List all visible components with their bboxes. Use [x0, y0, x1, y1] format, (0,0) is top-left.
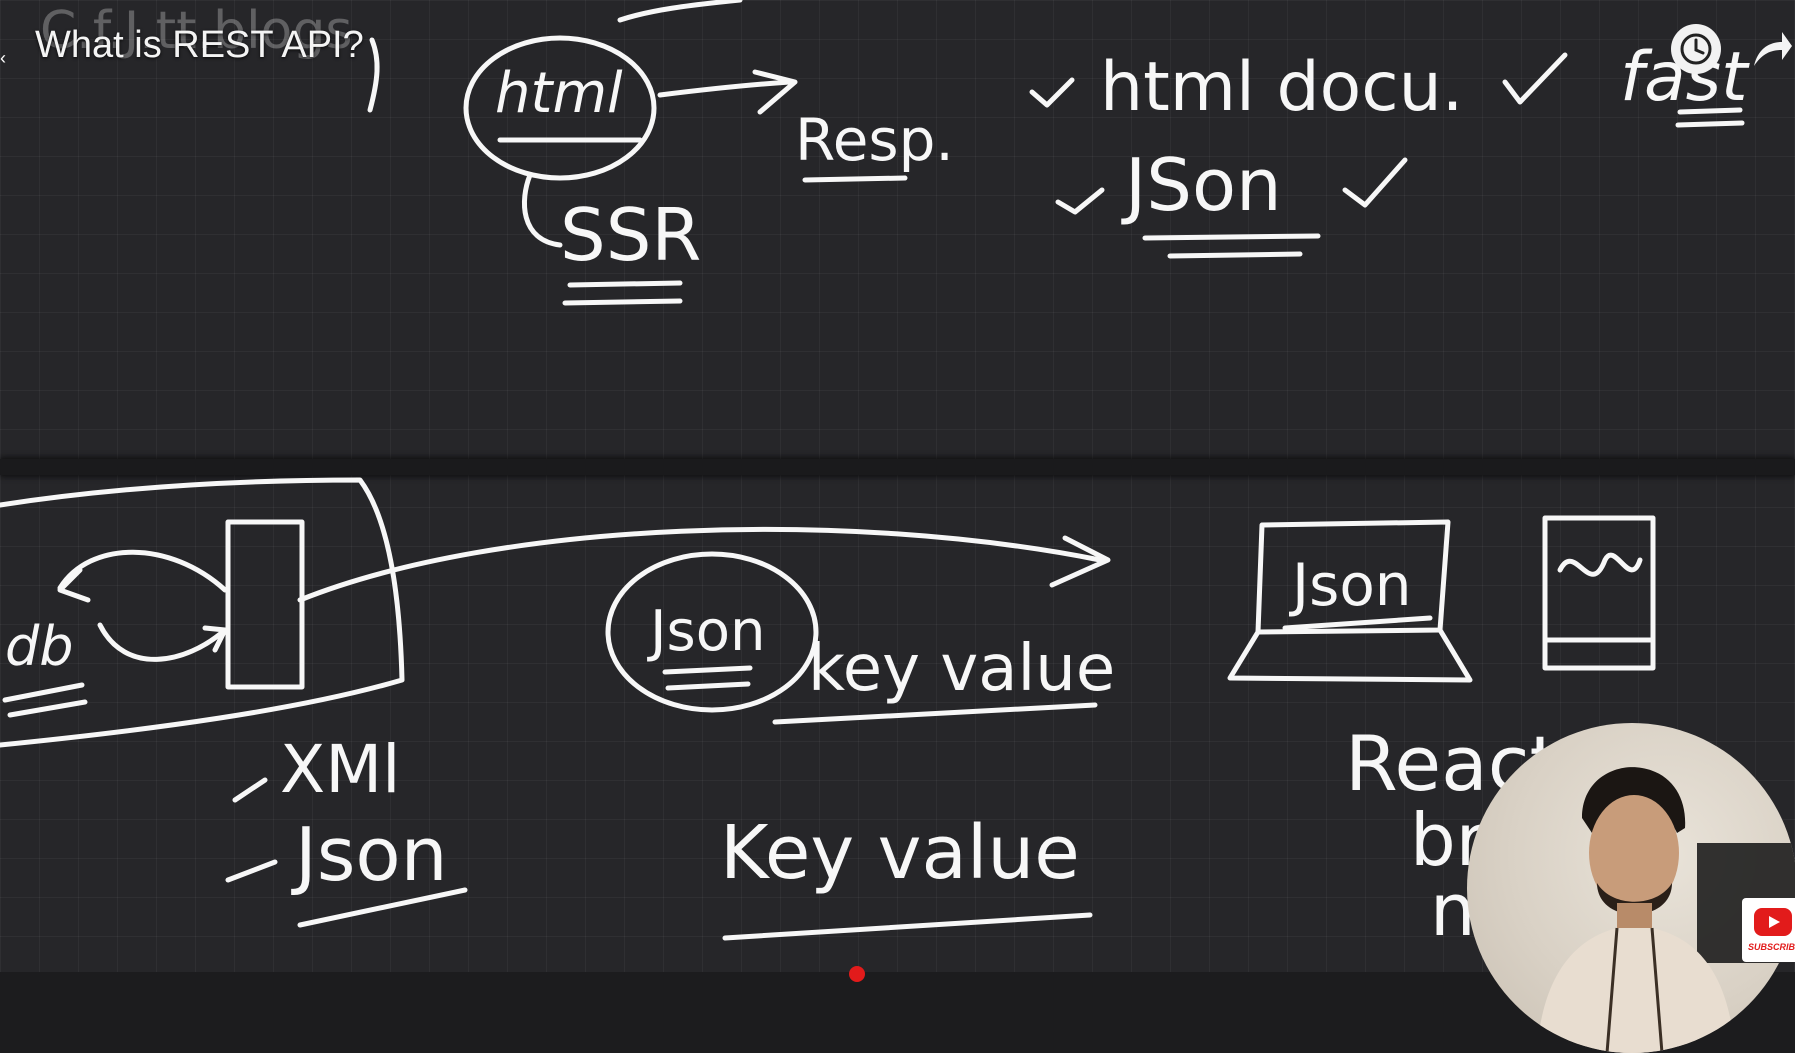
key-value-underline	[772, 702, 1098, 725]
html-bubble	[463, 35, 657, 181]
loop-arrow-head-1	[57, 567, 91, 603]
json-bubble-text: Json	[647, 599, 765, 664]
video-title[interactable]: What is REST API?	[35, 24, 364, 66]
loop-arrow-bottom	[97, 622, 228, 662]
ssr-underline-1	[567, 280, 683, 288]
clock-icon[interactable]	[1671, 24, 1721, 74]
fast-underline-2	[1675, 120, 1745, 128]
youtube-play-icon	[1754, 908, 1792, 936]
ssr-label: SSR	[560, 193, 701, 277]
ssr-connector	[522, 172, 563, 248]
faded-word: C.f.J.tt.blogs	[40, 1, 352, 61]
clock-glyph	[1680, 33, 1712, 65]
json-format-underline	[297, 887, 468, 928]
long-arrow-head	[1049, 535, 1111, 588]
stroke-hook	[367, 37, 380, 113]
json-bubble-underline-1	[662, 665, 753, 675]
phone	[1542, 515, 1656, 671]
share-arrow-icon[interactable]	[1752, 26, 1792, 74]
center-key-value: Key value	[720, 810, 1080, 896]
center-underline	[722, 912, 1093, 941]
check-icon-2	[1502, 52, 1568, 105]
checklist-item-2: JSon	[1121, 143, 1282, 227]
json-bubble-underline-2	[665, 681, 751, 691]
dash-2	[225, 859, 278, 883]
format-xml: XMl	[280, 731, 401, 808]
json-underline-2	[1167, 251, 1303, 259]
board-divider	[0, 459, 1795, 475]
db-label: db	[5, 615, 74, 678]
json-underline-1	[1142, 233, 1321, 241]
check-icon-1	[1029, 77, 1075, 108]
format-json: Json	[291, 812, 448, 898]
fast-underline-1	[1677, 107, 1743, 115]
long-arrow	[297, 526, 1103, 603]
share-glyph	[1754, 32, 1792, 66]
json-bubble	[605, 551, 819, 713]
check-icon-4	[1342, 157, 1408, 208]
webcam-overlay	[1467, 723, 1795, 1053]
subscribe-label: SUBSCRIBE	[1748, 942, 1795, 952]
check-icon-3	[1055, 187, 1105, 215]
html-bubble-text: html	[495, 61, 623, 126]
loop-arrow-top	[57, 549, 228, 593]
ssr-underline-2	[562, 298, 683, 306]
stroke-top-arrow	[617, 0, 743, 23]
server-rect	[225, 519, 305, 690]
whiteboard-drawing: C.f.J.tt.blogs html Resp. SSR html docu.…	[0, 0, 1750, 952]
db-underline-1	[2, 682, 85, 703]
presenter-illustration	[1537, 767, 1795, 1053]
resp-underline	[802, 175, 908, 183]
dash-1	[232, 777, 268, 803]
checklist-item-1: html docu.	[1100, 48, 1463, 127]
resp-label: Resp.	[795, 106, 954, 174]
loop-arrow-head-2	[202, 625, 228, 653]
arrow-head-resp	[752, 69, 798, 115]
prev-chevron-icon[interactable]: ‹	[0, 48, 6, 68]
subscribe-watermark[interactable]: SUBSCRIBE	[1742, 898, 1795, 962]
laptop-base	[1227, 627, 1473, 683]
arrow-line-resp	[657, 79, 793, 98]
laptop-underline	[1282, 615, 1433, 631]
whiteboard-canvas	[0, 0, 1795, 972]
laptop-label: Json	[1289, 551, 1412, 619]
db-underline-2	[7, 699, 88, 718]
phone-scribble	[1557, 552, 1643, 577]
progress-scrubber[interactable]	[849, 966, 865, 982]
key-value-caption: key value	[808, 632, 1115, 706]
